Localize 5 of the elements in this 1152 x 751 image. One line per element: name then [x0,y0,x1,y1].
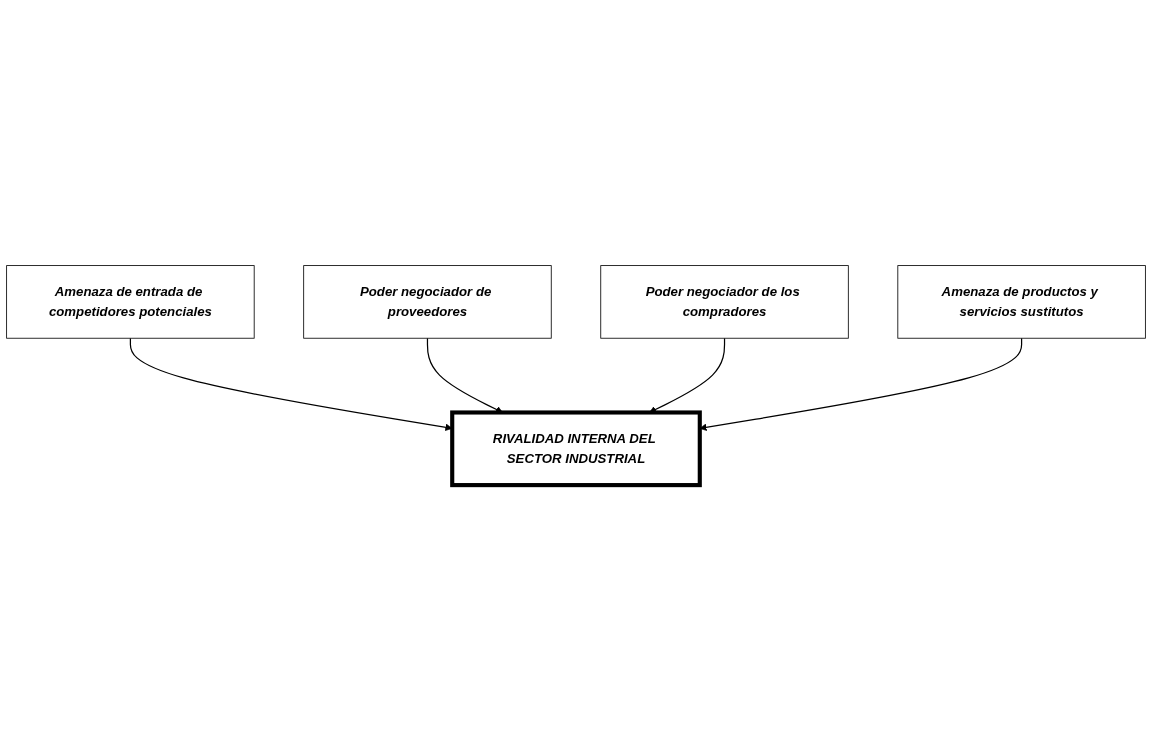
node-box: Poder negociador de proveedores [303,265,552,339]
node-box: Poder negociador de los compradores [600,265,849,339]
node-box: RIVALIDAD INTERNA DEL SECTOR INDUSTRIAL [450,410,702,488]
node-box: Amenaza de entrada de competidores potenciales [6,265,255,339]
node-box: Amenaza de productos y servicios sustitutos [897,265,1146,339]
